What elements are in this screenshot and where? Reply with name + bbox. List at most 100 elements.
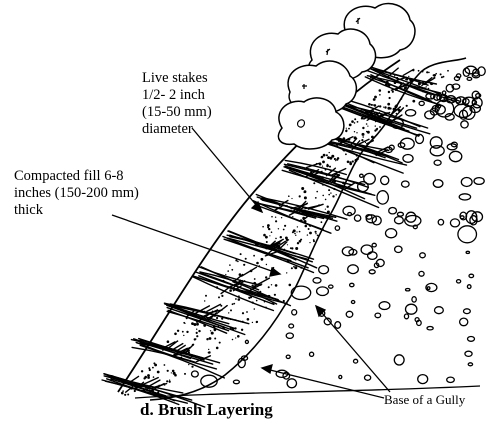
fill-speckle xyxy=(322,166,323,167)
fill-speckle xyxy=(295,235,296,236)
fill-speckle xyxy=(186,331,188,333)
fill-speckle xyxy=(210,330,211,331)
fill-speckle xyxy=(269,235,270,236)
fill-speckle xyxy=(267,224,270,227)
fill-speckle xyxy=(216,317,218,319)
fill-speckle xyxy=(362,133,365,136)
gully-stone xyxy=(287,379,296,388)
fill-speckle xyxy=(274,294,276,296)
fill-speckle xyxy=(206,338,208,340)
fill-speckle xyxy=(316,191,318,193)
fill-speckle xyxy=(371,104,373,106)
fill-speckle xyxy=(256,321,258,323)
fill-speckle xyxy=(237,335,240,338)
gully-stone xyxy=(286,333,293,338)
fill-speckle xyxy=(191,322,194,325)
gully-stone xyxy=(427,327,433,330)
fill-speckle xyxy=(352,160,354,162)
fill-speckle xyxy=(183,335,184,336)
fill-speckle xyxy=(124,394,126,396)
fill-speckle xyxy=(231,269,233,271)
fill-speckle xyxy=(426,71,428,73)
fill-speckle xyxy=(280,236,282,238)
live-stakes-line-1: Live stakes xyxy=(142,70,212,87)
brush-twig xyxy=(342,101,417,128)
fill-speckle xyxy=(299,195,301,197)
gully-stone xyxy=(379,302,390,310)
fill-speckle xyxy=(252,322,253,323)
fill-speckle xyxy=(232,303,234,305)
fill-speckle xyxy=(153,376,155,378)
fill-speckle xyxy=(322,195,324,197)
base-of-gully-label: Base of a Gully xyxy=(384,391,465,408)
fill-speckle xyxy=(240,253,242,255)
gully-stone xyxy=(354,359,358,363)
fill-speckle xyxy=(329,152,330,153)
gully-stone xyxy=(460,216,464,219)
gully-stone xyxy=(406,289,410,291)
fill-speckle xyxy=(171,372,172,373)
gully-stone xyxy=(420,253,426,258)
fill-speckle xyxy=(261,258,264,261)
fill-speckle xyxy=(392,91,394,93)
fill-speckle xyxy=(122,390,124,392)
gully-stone xyxy=(372,243,376,247)
fill-speckle xyxy=(265,276,267,278)
fill-speckle xyxy=(275,238,277,240)
compacted-fill-line-1: Compacted fill 6-8 xyxy=(14,168,139,185)
brush-twig xyxy=(136,343,216,369)
live-stakes-line-4: diameter xyxy=(142,121,212,138)
fill-speckle xyxy=(426,86,427,87)
fill-speckle xyxy=(384,106,386,108)
live-stakes-line-2: 1/2- 2 inch xyxy=(142,87,212,104)
fill-speckle xyxy=(295,247,298,250)
fill-speckle xyxy=(235,298,237,300)
fill-speckle xyxy=(366,123,368,125)
fill-speckle xyxy=(291,198,292,199)
fill-speckle xyxy=(357,121,359,123)
fill-speckle xyxy=(268,228,270,230)
gully-stone xyxy=(313,278,321,283)
fill-speckle xyxy=(184,373,186,375)
brush-layer xyxy=(131,339,224,378)
gully-stone xyxy=(350,283,354,286)
fill-speckle xyxy=(313,182,315,184)
fill-speckle xyxy=(275,217,276,218)
gully-stone xyxy=(460,318,468,326)
fill-speckle xyxy=(383,107,384,108)
gully-stone xyxy=(343,206,355,215)
fill-speckle xyxy=(247,318,250,321)
fill-speckle xyxy=(266,241,268,243)
fill-speckle xyxy=(387,103,390,106)
gully-stone xyxy=(395,246,402,252)
fill-speckle xyxy=(362,136,364,138)
fill-speckle xyxy=(315,233,316,234)
fill-speckle xyxy=(331,155,334,158)
fill-speckle xyxy=(243,264,245,266)
fill-speckle xyxy=(174,333,177,336)
fill-speckle xyxy=(309,242,310,243)
fill-speckle xyxy=(291,247,293,249)
fill-speckle xyxy=(375,125,376,126)
gully-stone xyxy=(335,322,341,329)
fill-speckle xyxy=(227,270,229,272)
gully-stone xyxy=(351,301,354,304)
fill-speckle xyxy=(218,296,220,298)
fill-speckle xyxy=(275,284,278,287)
gully-stone xyxy=(286,355,290,358)
fill-speckle xyxy=(254,308,256,310)
fill-speckle xyxy=(246,311,248,313)
fill-speckle xyxy=(208,349,209,350)
gully-stone xyxy=(465,351,472,356)
gully-stone xyxy=(354,215,360,221)
fill-speckle xyxy=(235,337,236,338)
fill-speckle xyxy=(367,126,368,127)
fill-speckle xyxy=(354,118,356,120)
gully-stone xyxy=(389,208,397,214)
fill-speckle xyxy=(288,195,290,197)
fill-speckle xyxy=(288,239,289,240)
fill-speckle xyxy=(245,258,247,260)
fill-speckle xyxy=(195,338,197,340)
live-stakes-line-3: (15-50 mm) xyxy=(142,104,212,121)
gully-stone xyxy=(461,178,472,187)
